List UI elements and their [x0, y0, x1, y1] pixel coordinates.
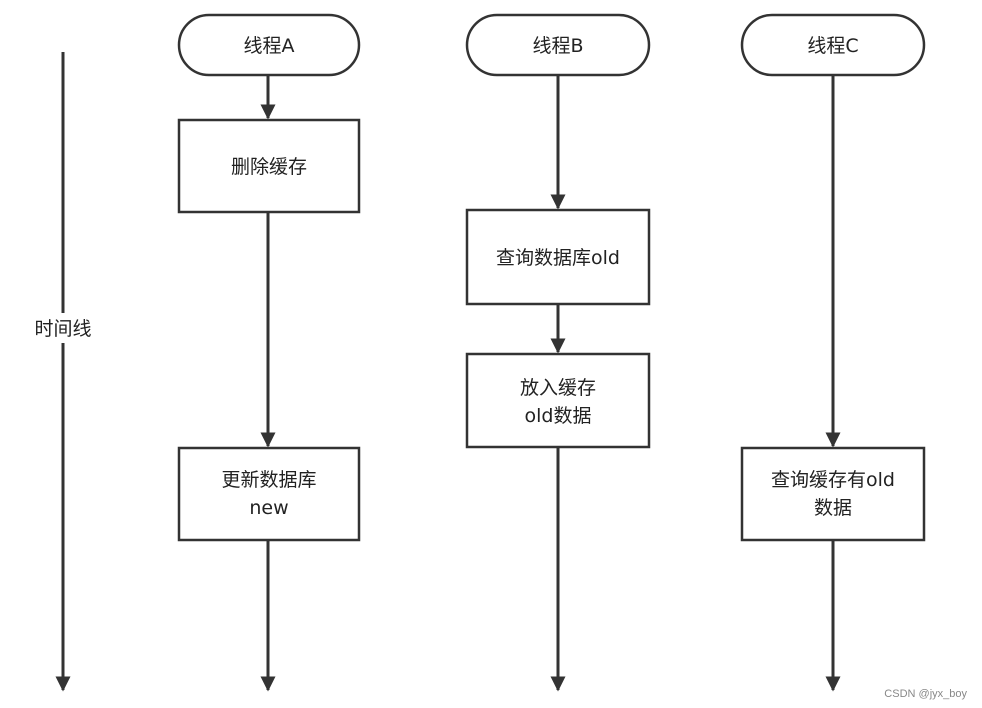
thread-c-step-1-line-2: 数据 [814, 497, 852, 519]
thread-c-title: 线程C [807, 35, 858, 57]
thread-b-step-put-cache [465, 352, 651, 449]
thread-a-lane: 线程A 删除缓存 更新数据库 new [177, 13, 361, 692]
thread-b-step-2-line-1: 放入缓存 [520, 377, 596, 399]
thread-b-step-1-text: 查询数据库old [496, 247, 620, 269]
thread-a-step-2-line-2: new [249, 497, 288, 519]
thread-b-step-query-db [465, 208, 651, 306]
thread-c-lane: 线程C 查询缓存有old 数据 [740, 13, 926, 692]
thread-b-lane: 线程B 查询数据库old 放入缓存 old数据 [465, 13, 651, 692]
thread-c-step-query-cache [740, 446, 926, 542]
timeline: 时间线 [28, 52, 100, 692]
thread-b-terminal [465, 13, 651, 77]
thread-a-step-1-text: 删除缓存 [231, 156, 307, 178]
thread-b-title: 线程B [532, 35, 583, 57]
thread-c-step-1-line-1: 查询缓存有old [771, 469, 895, 491]
thread-a-step-delete-cache [177, 118, 361, 214]
thread-a-step-update-db [177, 446, 361, 542]
thread-a-terminal [177, 13, 361, 77]
thread-a-title: 线程A [244, 35, 295, 57]
timeline-label: 时间线 [34, 318, 91, 340]
timeline-label-background [28, 313, 100, 343]
thread-b-step-2-line-2: old数据 [525, 405, 592, 427]
thread-c-terminal [740, 13, 926, 77]
watermark: CSDN @jyx_boy [884, 688, 967, 700]
thread-a-step-2-line-1: 更新数据库 [221, 469, 316, 491]
